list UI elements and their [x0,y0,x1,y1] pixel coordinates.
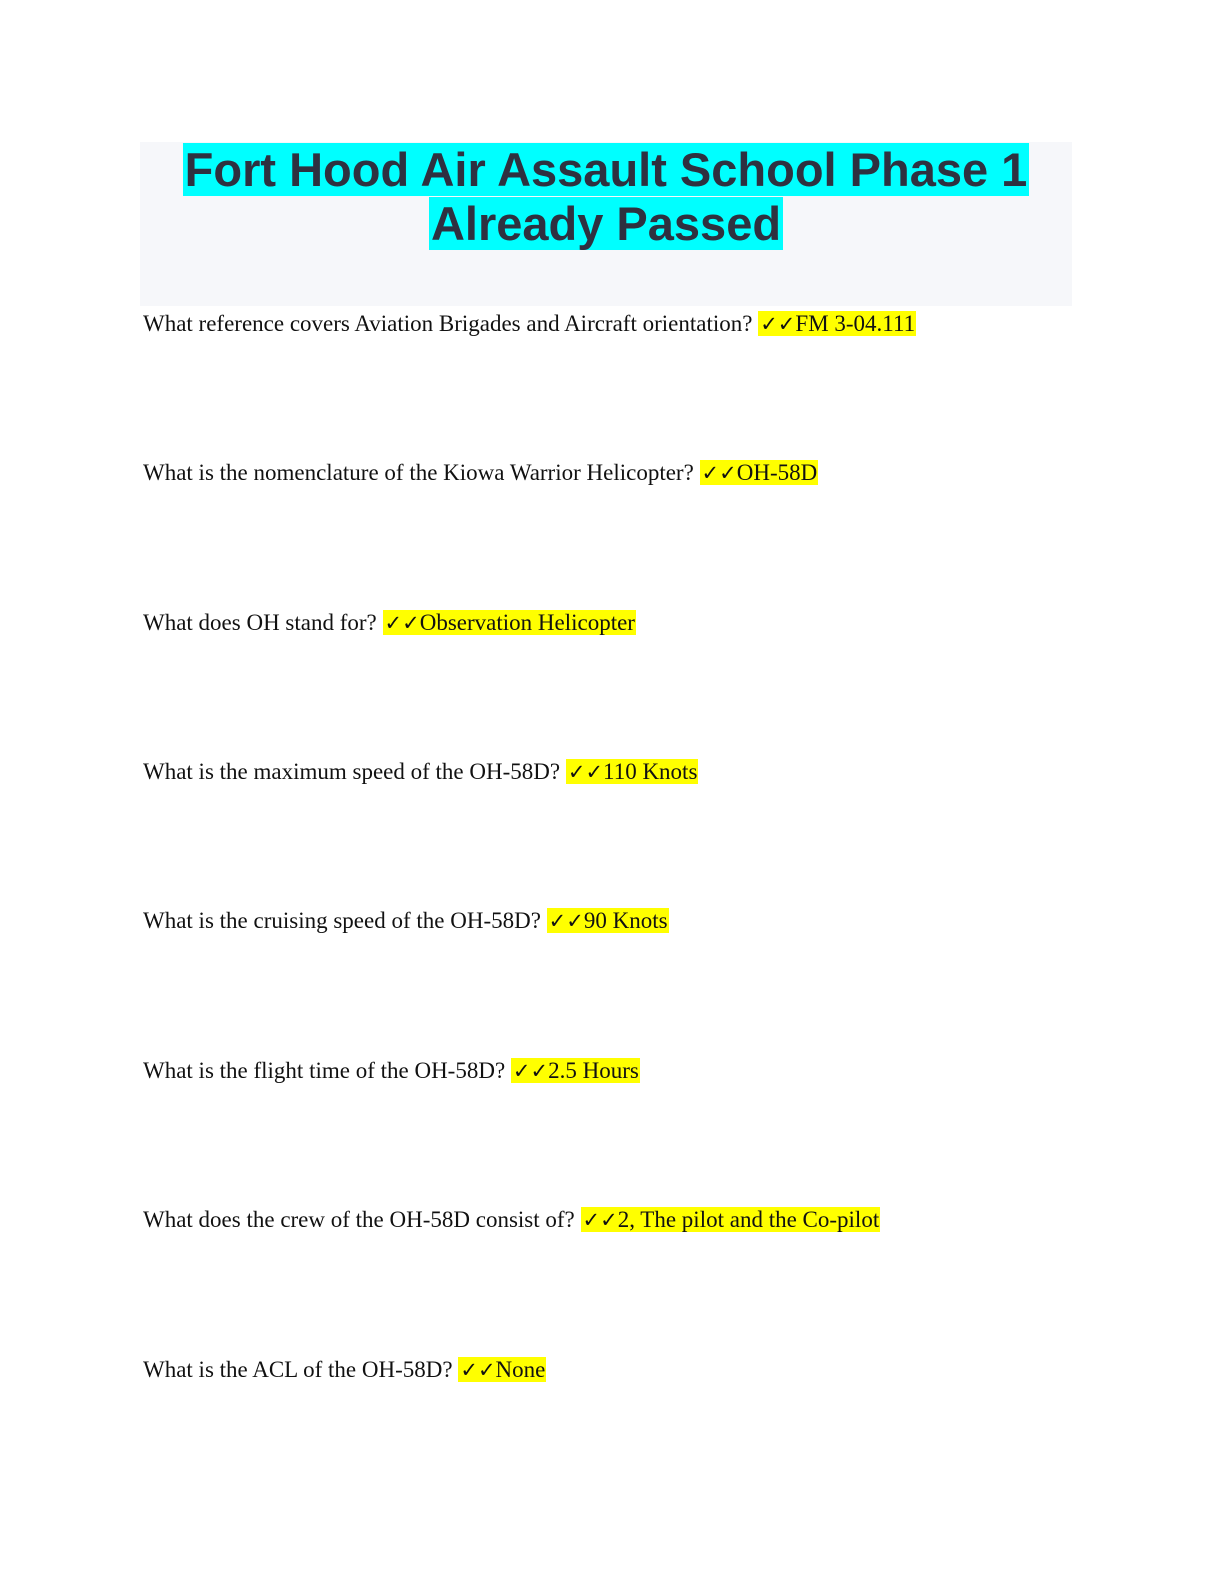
answer-highlight: ✓✓2, The pilot and the Co-pilot [580,1207,881,1232]
answer-text: 2, The pilot and the Co-pilot [617,1207,880,1232]
double-check-icon: ✓✓ [548,909,584,933]
answer-text: 110 Knots [603,759,698,784]
qa-item-3: What does OH stand for? ✓✓Observation He… [143,608,636,638]
qa-item-4: What is the maximum speed of the OH-58D?… [143,757,699,787]
answer-text: 90 Knots [583,908,668,933]
answer-highlight: ✓✓110 Knots [565,759,699,784]
double-check-icon: ✓✓ [567,760,604,784]
qa-item-7: What does the crew of the OH-58D consist… [143,1205,881,1235]
answer-text: OH-58D [736,460,818,485]
answer-highlight: ✓✓None [458,1357,547,1382]
question-text: What is the ACL of the OH-58D? [143,1357,453,1382]
double-check-icon: ✓✓ [760,312,796,336]
question-text: What does OH stand for? [143,610,377,635]
document-title: Fort Hood Air Assault School Phase 1 Alr… [140,143,1072,251]
double-check-icon: ✓✓ [384,611,420,635]
answer-text: Observation Helicopter [419,610,635,635]
answer-text: FM 3-04.111 [795,311,916,336]
question-text: What is the cruising speed of the OH-58D… [143,908,541,933]
answer-text: None [495,1357,546,1382]
double-check-icon: ✓✓ [582,1208,618,1232]
question-text: What is the maximum speed of the OH-58D? [143,759,561,784]
answer-highlight: ✓✓Observation Helicopter [382,610,636,635]
answer-highlight: ✓✓90 Knots [546,908,669,933]
qa-item-6: What is the flight time of the OH-58D? ✓… [143,1056,640,1086]
answer-highlight: ✓✓FM 3-04.111 [758,311,917,336]
qa-item-2: What is the nomenclature of the Kiowa Wa… [143,458,819,488]
answer-highlight: ✓✓2.5 Hours [510,1058,640,1083]
qa-item-1: What reference covers Aviation Brigades … [143,309,917,339]
double-check-icon: ✓✓ [701,461,737,485]
qa-item-8: What is the ACL of the OH-58D? ✓✓None [143,1355,547,1385]
qa-item-5: What is the cruising speed of the OH-58D… [143,906,669,936]
question-text: What is the flight time of the OH-58D? [143,1058,506,1083]
double-check-icon: ✓✓ [512,1059,549,1083]
title-line-2: Already Passed [428,197,784,250]
question-text: What is the nomenclature of the Kiowa Wa… [143,460,694,485]
title-line-1: Fort Hood Air Assault School Phase 1 [182,143,1030,196]
question-text: What reference covers Aviation Brigades … [143,311,753,336]
answer-text: 2.5 Hours [548,1058,639,1083]
question-text: What does the crew of the OH-58D consist… [143,1207,575,1232]
answer-highlight: ✓✓OH-58D [699,460,819,485]
double-check-icon: ✓✓ [460,1358,496,1382]
